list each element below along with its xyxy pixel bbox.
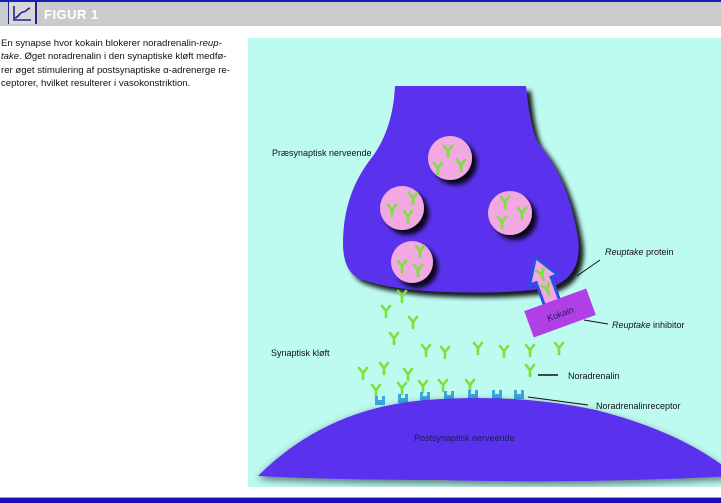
reuptake-inhibitor-label-rest: inhibitor bbox=[651, 320, 685, 330]
vesicle bbox=[428, 136, 472, 180]
caption-italic-1: reup- bbox=[199, 38, 222, 49]
reuptake-protein-label-italic: Reuptake bbox=[605, 247, 644, 257]
bottom-border-light bbox=[0, 497, 721, 498]
caption-text-4: ceptorer, hvilket resulterer i vasokonst… bbox=[1, 78, 191, 90]
top-border bbox=[0, 0, 721, 2]
caption-text-3: rer øget stimulering af postsynaptiske α… bbox=[1, 64, 230, 76]
line-chart-icon bbox=[8, 2, 37, 24]
vesicle bbox=[488, 191, 532, 235]
synapse-diagram: Kokain bbox=[248, 38, 721, 487]
postsynaptic-label: Postsynaptisk nerveende bbox=[414, 433, 515, 443]
cocaine-molecule: Kokain bbox=[524, 288, 596, 338]
noradrenalin-molecules bbox=[357, 289, 565, 398]
reuptake-inhibitor-label: Reuptake inhibitor bbox=[612, 320, 685, 330]
reuptake-protein-label-rest: protein bbox=[644, 247, 674, 257]
presynaptic-label: Præsynaptisk nerveende bbox=[272, 148, 372, 158]
bottom-border bbox=[0, 498, 721, 503]
figure-caption: En synapse hvor kokain blokerer noradren… bbox=[1, 37, 239, 91]
noradrenalin-receptors bbox=[375, 390, 524, 405]
reuptake-inhibitor-label-italic: Reuptake bbox=[612, 320, 651, 330]
synaptic-cleft-label: Synaptisk kløft bbox=[271, 348, 330, 358]
receptor-label: Noradrenalinreceptor bbox=[596, 401, 681, 411]
reuptake-protein-label: Reuptake protein bbox=[605, 247, 674, 257]
presynaptic-terminal bbox=[343, 86, 579, 293]
vesicle bbox=[391, 241, 433, 283]
caption-text-2: . Øget noradrenalin i den synaptiske klø… bbox=[19, 51, 227, 63]
noradrenalin-label: Noradrenalin bbox=[568, 371, 620, 381]
vesicle bbox=[380, 186, 424, 230]
caption-text-1: En synapse hvor kokain blokerer noradren… bbox=[1, 38, 200, 49]
figure-header: FIGUR 1 bbox=[0, 2, 721, 26]
postsynaptic-terminal bbox=[258, 397, 721, 482]
caption-italic-2: take bbox=[1, 51, 20, 63]
figure-title: FIGUR 1 bbox=[44, 7, 99, 22]
